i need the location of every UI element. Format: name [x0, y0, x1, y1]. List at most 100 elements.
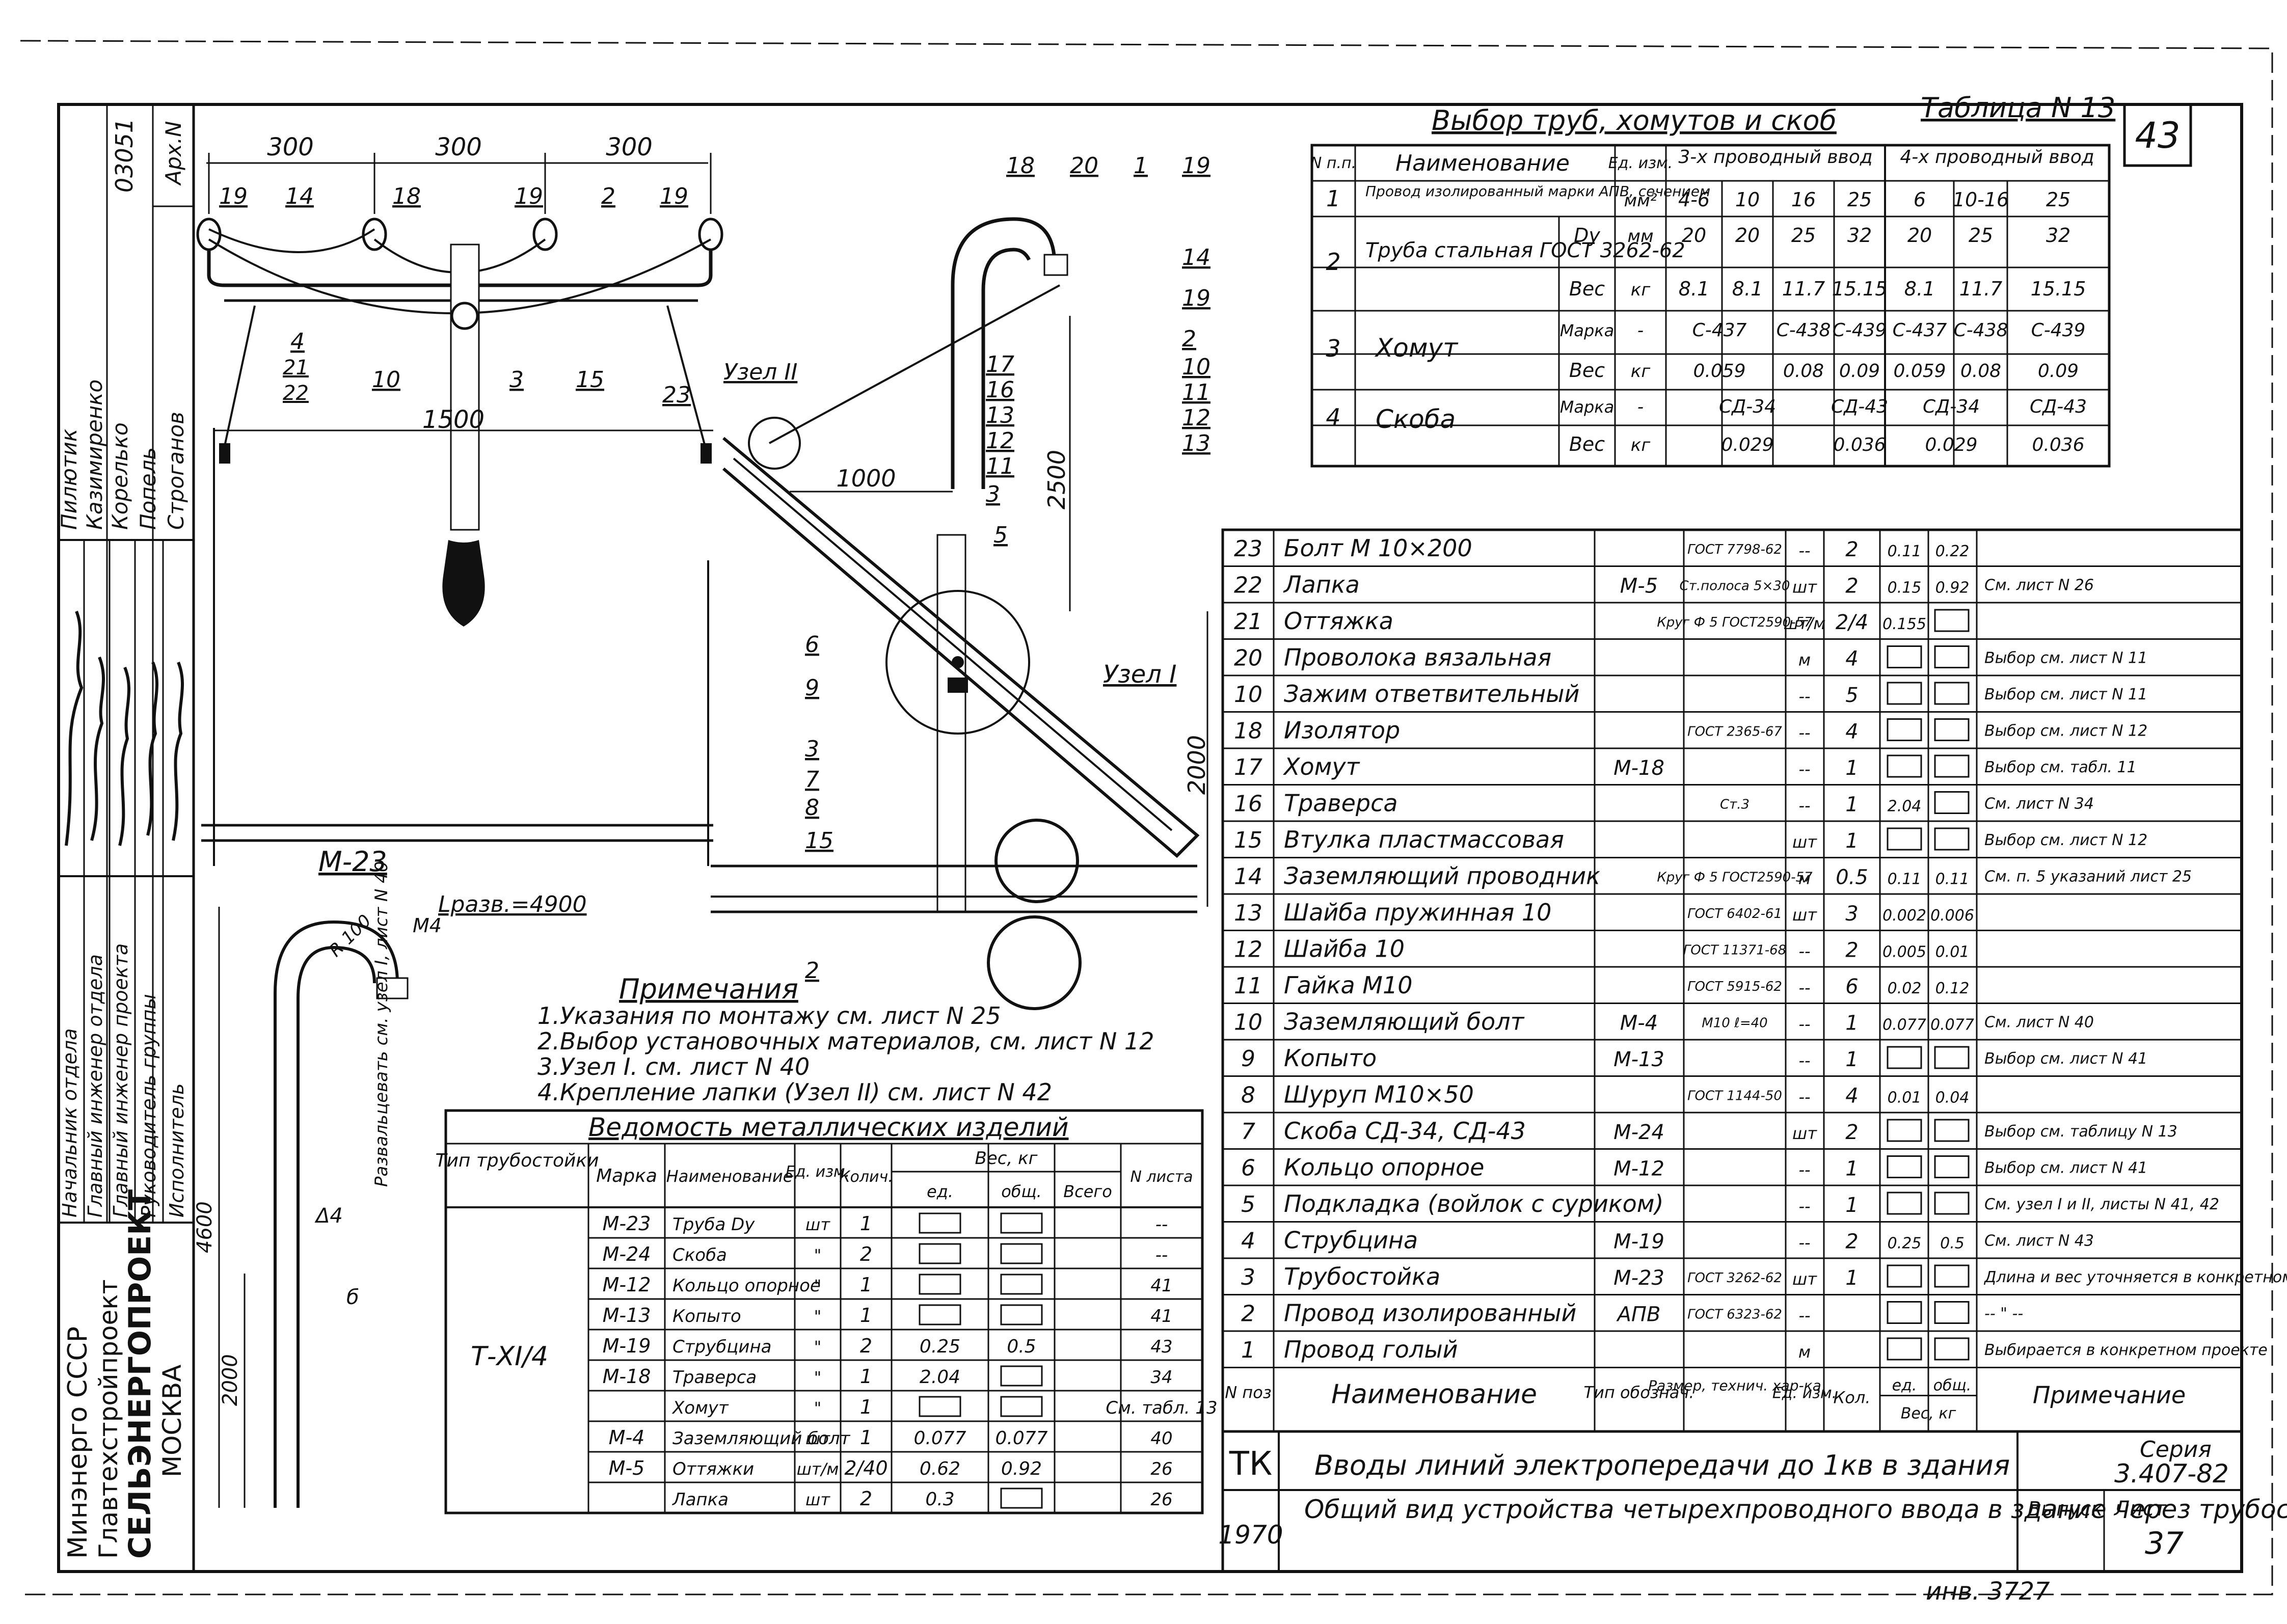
notes-title: Примечания — [619, 973, 798, 1005]
spec-empty-cell — [1887, 1301, 1922, 1324]
label-c8: 8 — [805, 795, 819, 821]
table13-val: 32 — [1847, 224, 1872, 247]
spec-unit: м — [1798, 869, 1811, 888]
label-21: 21 — [283, 356, 309, 380]
spec-w1: 0.11 — [1888, 871, 1922, 888]
stamp-name-5: Строганов — [164, 412, 189, 530]
dim-300-2: 300 — [435, 133, 482, 161]
spec-w2: 0.01 — [1935, 943, 1970, 961]
spec-empty-cell — [1934, 1192, 1970, 1215]
spec-empty-cell — [1934, 645, 1970, 668]
spec-note: См. лист N 40 — [1984, 1014, 2094, 1032]
spec-pos: 1 — [1241, 1337, 1255, 1363]
spec-size: ГОСТ 1144-50 — [1687, 1089, 1782, 1104]
spec-unit: шт — [1792, 832, 1817, 852]
label-c3b: 3 — [805, 736, 819, 762]
table13-val: 15.15 — [2031, 278, 2086, 300]
table13-val: 0.08 — [1960, 361, 2001, 382]
table13-val: 20 — [1907, 224, 1932, 247]
stamp-role-3: Главный инженер проекта — [110, 943, 132, 1217]
spec-empty-cell — [1887, 1155, 1922, 1178]
label-19a: 19 — [219, 183, 248, 209]
spec-w2: 0.077 — [1930, 1016, 1974, 1034]
spec-pos: 10 — [1234, 682, 1262, 708]
ved-sheet: 40 — [1150, 1428, 1172, 1449]
table13-row1-n: 1 — [1326, 186, 1340, 212]
label-r2: 2 — [1182, 326, 1196, 352]
spec-unit: -- — [1798, 1233, 1810, 1253]
traverse-drawing: 300 300 300 1500 19 14 18 19 2 19 — [196, 133, 723, 866]
spec-unit: шт/м — [1784, 614, 1826, 633]
ved-name: Струбцина — [672, 1337, 772, 1357]
spec-w1: 0.077 — [1882, 1016, 1926, 1034]
spec-qty: 1 — [1845, 756, 1858, 780]
spec-name: Хомут — [1283, 753, 1360, 780]
ved-unit: шт — [805, 1215, 830, 1234]
spec-w2: 0.12 — [1935, 980, 1970, 997]
spec-empty-cell — [1887, 1119, 1922, 1142]
spec-name: Трубостойка — [1284, 1263, 1440, 1290]
spec-unit: -- — [1798, 1088, 1810, 1107]
m23-m4: М4 — [413, 914, 442, 937]
table13-val: 20 — [1682, 224, 1706, 247]
spec-pos: 11 — [1234, 973, 1262, 999]
ved-unit: " — [814, 1246, 822, 1265]
spec-type: М-23 — [1613, 1266, 1664, 1290]
spec-qty: 3 — [1845, 902, 1858, 926]
spec-empty-cell — [1934, 754, 1970, 778]
table13-title: Выбор труб, хомутов и скоб — [1432, 104, 1837, 137]
table13-header-name: Наименование — [1395, 150, 1570, 176]
label-r1: 1 — [1134, 153, 1148, 179]
label-c12: 12 — [986, 428, 1014, 454]
wall-entry-drawing: 1000 2500 2000 Узел II Узел I 18 20 1 19… — [711, 153, 1210, 1010]
spec-empty-cell — [1887, 1337, 1922, 1361]
spec-pos: 7 — [1241, 1119, 1255, 1145]
spec-unit: шт — [1792, 1269, 1817, 1289]
ved-w1: 0.077 — [913, 1428, 966, 1449]
dim-1000: 1000 — [836, 465, 896, 492]
label-3a: 3 — [509, 367, 524, 393]
spec-type: М-19 — [1613, 1230, 1664, 1254]
spec-w2: 0.5 — [1940, 1235, 1965, 1253]
ved-qty: 2 — [860, 1243, 872, 1265]
spec-size: Ст.3 — [1720, 797, 1750, 813]
spec-size: Круг Ф 5 ГОСТ2590-57 — [1657, 870, 1813, 885]
spec-qty: 2 — [1845, 538, 1858, 561]
spec-w2: 0.04 — [1935, 1089, 1970, 1107]
ved-unit: " — [814, 1337, 822, 1357]
dim-2000: 2000 — [1183, 735, 1210, 795]
table13-val: 8.1 — [1904, 278, 1935, 300]
table13-sub: Dу — [1574, 224, 1600, 247]
tb-tk: ТК — [1229, 1445, 1273, 1483]
table13-row1-val: 6 — [1914, 188, 1926, 211]
ved-qty: 1 — [860, 1212, 872, 1235]
label-r20: 20 — [1070, 153, 1098, 179]
signatures — [65, 610, 184, 846]
label-c15: 15 — [805, 828, 833, 854]
ved-qty: 1 — [860, 1304, 872, 1327]
tb-title1: Вводы линий электропередачи до 1кв в зда… — [1314, 1449, 2010, 1481]
ved-header-mark: Марка — [596, 1166, 657, 1186]
ved-sheet: 43 — [1150, 1337, 1172, 1357]
spec-header-note: Примечание — [2033, 1382, 2186, 1409]
spec-name: Заземляющий проводник — [1284, 862, 1600, 890]
ved-w1: 0.3 — [925, 1489, 954, 1510]
ved-header-qty: Колич. — [839, 1168, 893, 1186]
table13-label: Таблица N 13 — [1921, 92, 2115, 124]
table13-unit: мм — [1627, 226, 1653, 247]
stamp-institute: Главтехстройпроект — [94, 1279, 123, 1559]
table13-val: 0.08 — [1783, 361, 1824, 382]
ved-unit: шт/м — [797, 1459, 839, 1479]
ved-qty: 1 — [860, 1274, 872, 1296]
ved-name: Скоба — [672, 1245, 727, 1265]
spec-pos: 12 — [1234, 937, 1262, 963]
ved-empty-cell — [919, 1304, 961, 1325]
spec-pos: 16 — [1234, 791, 1262, 817]
spec-unit: -- — [1798, 1051, 1810, 1070]
table13-row1-val: 25 — [2046, 188, 2070, 211]
arch-number-text: 03051 — [111, 118, 138, 193]
spec-qty: 1 — [1845, 829, 1858, 853]
spec-type: М-5 — [1620, 575, 1658, 598]
ved-header-weight: Вес, кг — [975, 1148, 1038, 1169]
